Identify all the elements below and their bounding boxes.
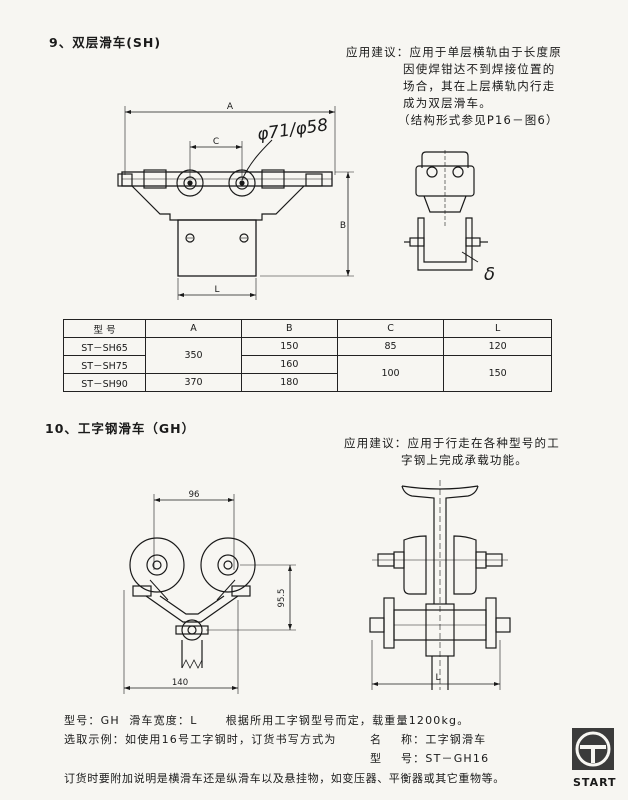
table-header-model: 型 号 [62,319,147,338]
table-cell-c: 85 [336,337,445,356]
gh-side-view [369,480,511,690]
table-header-c: C [336,319,445,338]
gh-suggestion: 应用建议：应用于行走在各种型号的工 字钢上完成承载功能。 [344,435,624,469]
section-title-gh: 10、工字钢滑车（GH） [45,421,196,436]
sh-suggestion-line-3: 场合，其在上层横轨内行走 [403,79,556,93]
sh-front-view [117,106,354,300]
sh-dim-a-label: A [227,102,234,112]
gh-dim-l-label: L [435,673,440,683]
sh-suggestion: 应用建议：应用于单层横轨由于长度原 因使焊钳达不到焊接位置的 场合，其在上层横轨… [346,44,616,129]
order-footer: 订货时要附加说明是横滑车还是纵滑车以及悬挂物，如变压器、平衡器或其它重物等。 [64,772,505,785]
table-row: ST－SH65 350 150 85 120 [62,337,552,374]
order-model-example: 型 号：ST－GH16 [370,752,490,765]
table-header-l: L [443,319,552,338]
table-header-b: B [240,319,338,338]
table-cell-c-merged: 100 [336,355,445,392]
table-row: ST－SH90 370 180 [62,373,552,392]
table-cell-a-merged: 350 [145,337,242,374]
table-cell-l-merged: 150 [443,355,552,392]
gh-dim-height-label: 95.5 [277,589,287,608]
section-title-sh: 9、双层滑车(SH) [49,35,162,50]
order-name-line: 名 称：工字钢滑车 [370,733,487,746]
sh-suggestion-line-4: 成为双层滑车。 [403,96,492,110]
gh-suggestion-line-1: 应用于行走在各种型号的工 [407,436,560,450]
sh-handwritten-note: φ71/φ58 [256,115,330,145]
gh-dim-base-label: 140 [172,678,188,688]
sh-dim-c-label: C [213,137,219,147]
sh-side-view [404,150,488,271]
gh-suggestion-line-2: 字钢上完成承载功能。 [401,453,528,467]
gh-dim-width-label: 96 [189,490,200,500]
table-cell-model: ST－SH75 [62,355,147,374]
sh-suggestion-line-1: 应用于单层横轨由于长度原 [409,45,562,59]
table-cell-l: 120 [443,337,552,356]
table-header-a: A [145,319,242,338]
table-cell-model: ST－SH65 [62,337,147,356]
table-cell-model: ST－SH90 [62,373,147,392]
sh-dim-l-label: L [214,285,219,295]
table-row: ST－SH75 160 100 150 [62,355,552,392]
sh-reference: （结构形式参见P16－图6） [398,113,559,127]
sh-side-note: δ [484,264,495,285]
sh-suggestion-label: 应用建议： [346,45,410,59]
table-cell-b: 160 [240,355,338,374]
table-header-row: 型 号 A B C L [62,319,552,338]
start-logo-text: START [573,776,617,789]
gh-front-view [123,494,296,694]
table-cell-a: 370 [145,373,242,392]
order-example-label: 选取示例：如使用16号工字钢时，订货书写方式为 [64,733,337,746]
table-cell-b: 180 [240,373,338,392]
gh-suggestion-label: 应用建议： [344,436,408,450]
order-model-line: 型号：GH 滑车宽度：L 根据所用工字钢型号而定，载重量1200kg。 [64,714,470,727]
sh-suggestion-line-2: 因使焊钳达不到焊接位置的 [403,62,556,76]
sh-spec-table: 型 号 A B C L ST－SH65 350 150 85 120 ST－SH… [62,319,552,392]
table-cell-b: 150 [240,337,338,356]
start-logo-icon [572,728,614,770]
sh-dim-b-label: B [340,221,346,231]
